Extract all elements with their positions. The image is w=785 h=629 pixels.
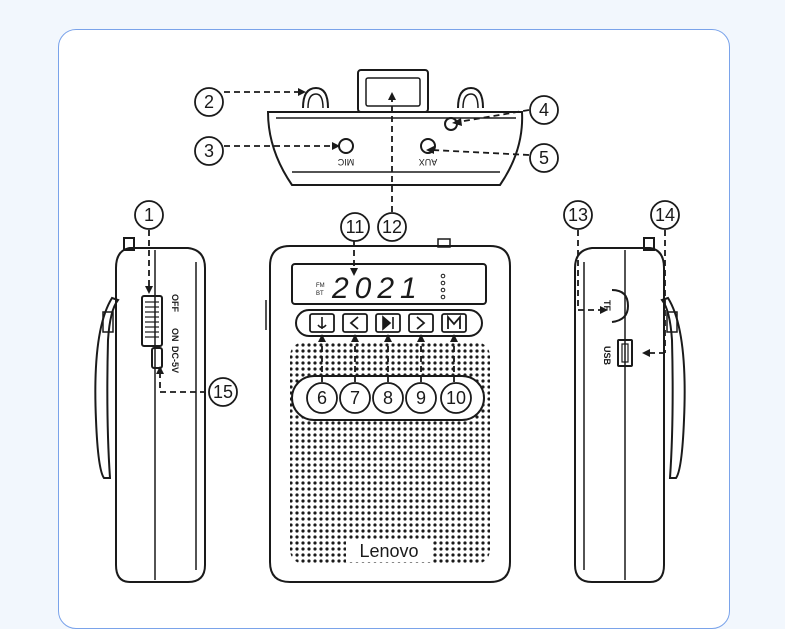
callout-8: 8 xyxy=(383,388,393,408)
callout-3: 3 xyxy=(204,141,214,161)
callout-11: 11 xyxy=(346,217,365,237)
belt-clip-left xyxy=(94,296,120,479)
lanyard-loop-left xyxy=(302,86,329,109)
svg-text:BT: BT xyxy=(316,291,324,297)
mode-button[interactable] xyxy=(441,313,467,333)
left-loop-tab xyxy=(123,237,135,251)
leader-lines xyxy=(148,91,666,393)
callout-15: 15 xyxy=(213,382,233,402)
callout-1: 1 xyxy=(144,205,154,225)
brand-logo: Lenovo xyxy=(359,541,418,561)
right-loop-tab xyxy=(643,237,655,251)
play-pause-button[interactable] xyxy=(375,313,401,333)
belt-clip-right xyxy=(660,296,686,479)
aux-label: AUX xyxy=(419,157,438,167)
display-digits: 2021 xyxy=(331,272,423,305)
lcd-display xyxy=(291,263,487,305)
usb-label: USB xyxy=(602,346,612,366)
tf-slot xyxy=(611,289,630,323)
callout-10: 10 xyxy=(446,388,466,408)
callout-13: 13 xyxy=(568,205,588,225)
lanyard-loop-right xyxy=(457,86,484,109)
callout-12: 12 xyxy=(382,217,402,237)
mic-jack xyxy=(338,138,354,154)
right-side-view: TF USB xyxy=(574,237,686,583)
mic-icon xyxy=(317,317,327,329)
callout-9: 9 xyxy=(416,388,426,408)
dc-label: DC-5V xyxy=(170,346,180,373)
clip-top xyxy=(357,69,429,113)
next-button[interactable] xyxy=(408,313,434,333)
svg-text:FM: FM xyxy=(316,283,325,289)
top-view: MIC AUX xyxy=(266,69,524,186)
power-switch xyxy=(141,295,163,347)
callout-4: 4 xyxy=(539,100,549,120)
prev-icon xyxy=(349,316,359,330)
callout-5: 5 xyxy=(539,148,549,168)
switch-off-label: OFF xyxy=(170,294,180,312)
callout-7: 7 xyxy=(350,388,360,408)
usb-port xyxy=(617,339,633,367)
tf-label: TF xyxy=(602,300,612,311)
prev-button[interactable] xyxy=(342,313,368,333)
left-side-view: OFF ON DC-5V xyxy=(94,237,206,583)
mic-label: MIC xyxy=(337,157,354,167)
callout-14: 14 xyxy=(655,205,675,225)
switch-on-label: ON xyxy=(170,328,180,342)
arrowheads xyxy=(145,88,650,374)
mic-button[interactable] xyxy=(309,313,335,333)
dc-port xyxy=(151,347,163,369)
callout-2: 2 xyxy=(204,92,214,112)
headphone-jack xyxy=(444,117,458,131)
aux-jack xyxy=(420,138,436,154)
callout-6: 6 xyxy=(317,388,327,408)
callouts: 1 2 3 4 5 6 7 8 9 10 11 12 13 14 15 xyxy=(134,87,680,414)
mode-icon xyxy=(447,314,461,329)
play-pause-icon xyxy=(382,315,394,331)
next-icon xyxy=(416,316,426,330)
